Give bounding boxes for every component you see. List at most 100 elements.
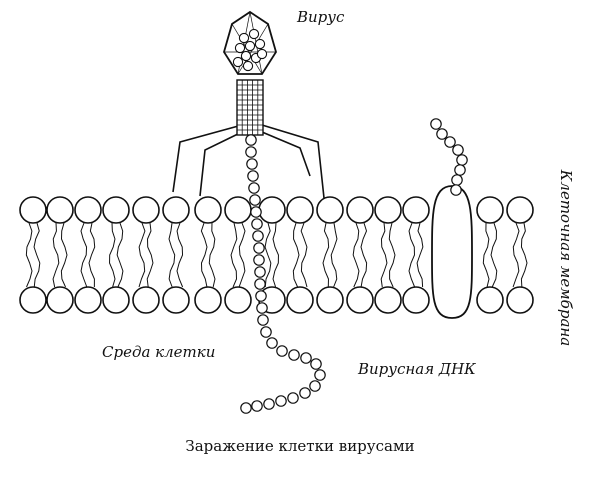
dna-bead <box>260 326 272 338</box>
lipid-tail <box>322 222 330 288</box>
lipid-tail <box>146 222 154 288</box>
lipid-tail <box>388 222 396 288</box>
lipid-head-top <box>132 196 160 224</box>
dna-bead <box>256 302 268 314</box>
lipid-tail <box>352 222 360 288</box>
viral-dna-label: Вирусная ДНК <box>358 360 476 378</box>
lipid-head-bottom <box>506 286 534 314</box>
dna-bead <box>250 206 262 218</box>
cell-membrane-bilayer <box>19 196 534 314</box>
lipid-head-bottom <box>162 286 190 314</box>
lipid-tail <box>482 222 490 288</box>
lipid-head-bottom <box>374 286 402 314</box>
dna-bead <box>252 230 264 242</box>
lipid-tail <box>380 222 388 288</box>
dna-bead <box>247 170 259 182</box>
dna-bead <box>244 40 256 52</box>
lipid-tail <box>416 222 424 288</box>
dna-bead <box>299 387 311 399</box>
lipid-head-bottom <box>19 286 47 314</box>
dna-bead <box>266 337 278 349</box>
viral-dna-strand <box>240 134 326 414</box>
lipid-tail <box>208 222 216 288</box>
dna-bead <box>444 136 456 148</box>
dna-bead <box>436 128 448 140</box>
dna-bead <box>240 50 252 62</box>
lipid-head-top <box>374 196 402 224</box>
dna-bead <box>242 60 254 72</box>
lipid-head-top <box>102 196 130 224</box>
lipid-tail <box>109 222 116 288</box>
lipid-tail <box>60 222 68 288</box>
dna-bead <box>456 154 468 166</box>
lipid-tail <box>490 222 498 288</box>
cell-environment-label: Среда клетки <box>102 343 216 361</box>
lipid-head-top <box>346 196 374 224</box>
lipid-head-bottom <box>46 286 74 314</box>
lipid-tail <box>360 222 368 288</box>
lipid-tail <box>116 222 124 288</box>
lipid-head-bottom <box>194 286 222 314</box>
lipid-tail <box>330 222 338 288</box>
dna-bead <box>287 392 299 404</box>
dna-bead <box>451 174 463 186</box>
lipid-head-top <box>286 196 314 224</box>
dna-bead <box>234 42 246 54</box>
tail-fiber <box>261 124 325 199</box>
lipid-tail <box>168 222 176 288</box>
dna-bead <box>454 164 466 176</box>
lipid-head-top <box>506 196 534 224</box>
dna-bead <box>248 28 260 40</box>
dna-bead <box>263 398 275 410</box>
lipid-tail <box>264 222 272 288</box>
lipid-head-bottom <box>316 286 344 314</box>
lipid-head-top <box>258 196 286 224</box>
lipid-head-bottom <box>74 286 102 314</box>
dna-bead <box>232 56 244 68</box>
lipid-head-bottom <box>476 286 504 314</box>
tail-fiber <box>261 131 311 177</box>
membrane-protein <box>431 185 473 319</box>
lipid-head-top <box>194 196 222 224</box>
dna-bead <box>254 278 266 290</box>
dna-bead <box>238 32 250 44</box>
dna-bead <box>255 290 267 302</box>
lipid-tail <box>138 222 146 288</box>
tail-fiber <box>199 131 243 197</box>
lipid-head-bottom <box>132 286 160 314</box>
dna-bead <box>256 48 268 60</box>
lipid-tail <box>88 222 96 288</box>
lipid-tail <box>25 222 33 288</box>
virus-label: Вирус <box>297 8 345 26</box>
dna-bead <box>257 314 269 326</box>
dna-bead <box>253 254 265 266</box>
lipid-head-top <box>19 196 47 224</box>
lipid-tail <box>52 222 60 288</box>
lipid-tail <box>292 222 300 288</box>
dna-bead <box>245 146 257 158</box>
lipid-tail <box>520 222 528 288</box>
cell-membrane-label: Клеточная мембрана <box>557 169 575 347</box>
dna-bead <box>254 38 266 50</box>
tail-fiber <box>172 124 243 193</box>
dna-bead <box>430 118 442 130</box>
lipid-tail <box>512 222 520 288</box>
dna-bead <box>300 352 312 364</box>
dna-bead <box>452 144 464 156</box>
exiting-dna-strand <box>430 118 468 196</box>
lipid-tail <box>176 222 184 288</box>
lipid-head-top <box>162 196 190 224</box>
dna-bead <box>310 358 322 370</box>
dna-bead <box>314 369 326 381</box>
lipid-head-bottom <box>102 286 130 314</box>
lipid-tail <box>230 222 238 288</box>
dna-bead <box>254 266 266 278</box>
tail-sheath <box>236 79 264 136</box>
lipid-tail <box>33 222 41 288</box>
dna-bead <box>276 345 288 357</box>
lipid-tail <box>238 222 246 288</box>
lipid-tail <box>80 222 88 288</box>
dna-bead <box>275 395 287 407</box>
